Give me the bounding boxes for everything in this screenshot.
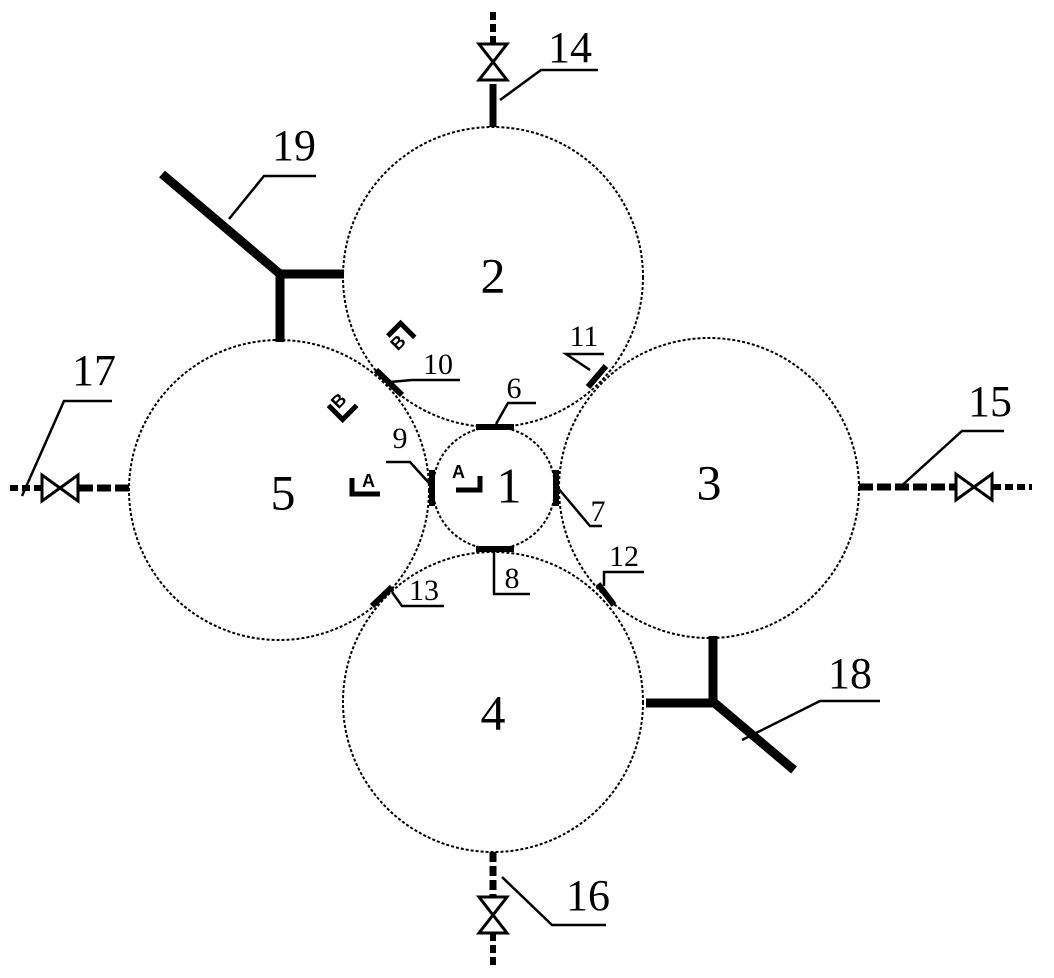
tank-2-label: 2: [481, 247, 506, 303]
label-9: 9: [393, 422, 408, 455]
label-15: 15: [968, 377, 1012, 426]
label-7: 7: [591, 495, 606, 528]
manifold-19: [159, 170, 344, 342]
section-mark-a-left: A: [349, 471, 380, 497]
label-17: 17: [72, 346, 116, 395]
leader-lines: [20, 68, 1004, 927]
label-11: 11: [570, 320, 599, 353]
label-10: 10: [423, 348, 453, 381]
label-19: 19: [272, 121, 316, 170]
connector-11: [585, 364, 609, 389]
outlet-15: [859, 471, 1032, 503]
svg-text:A: A: [452, 462, 465, 482]
valve-icon: [475, 895, 511, 918]
section-mark-b-upper: B: [386, 319, 417, 354]
label-12: 12: [609, 540, 639, 573]
manifold-18: [646, 636, 797, 774]
section-mark-b-lower: B: [326, 389, 359, 424]
svg-text:A: A: [362, 471, 375, 491]
valve-icon: [40, 472, 63, 504]
outlet-16: [475, 852, 511, 966]
valve-icon: [971, 471, 994, 503]
label-13: 13: [409, 574, 439, 607]
label-8: 8: [505, 562, 520, 595]
valve-icon: [57, 472, 80, 504]
valve-icon: [475, 42, 511, 65]
connector-13: [369, 584, 395, 609]
tank-1-outline: [432, 426, 556, 550]
section-mark-a-right: A: [452, 462, 483, 493]
outlet-14: [475, 10, 511, 127]
label-16: 16: [566, 871, 610, 920]
tank-5-label: 5: [271, 464, 296, 520]
valve-icon: [475, 912, 511, 935]
label-14: 14: [548, 23, 592, 72]
connector-10: [373, 367, 405, 398]
tank-3-label: 3: [697, 454, 722, 510]
valve-icon: [954, 471, 977, 503]
tank-4-label: 4: [481, 684, 506, 740]
connector-12: [595, 582, 617, 607]
valve-icon: [475, 59, 511, 82]
label-6: 6: [507, 372, 522, 405]
label-18: 18: [828, 649, 872, 698]
tank-1-label: 1: [497, 457, 522, 513]
outlet-17: [10, 472, 129, 504]
